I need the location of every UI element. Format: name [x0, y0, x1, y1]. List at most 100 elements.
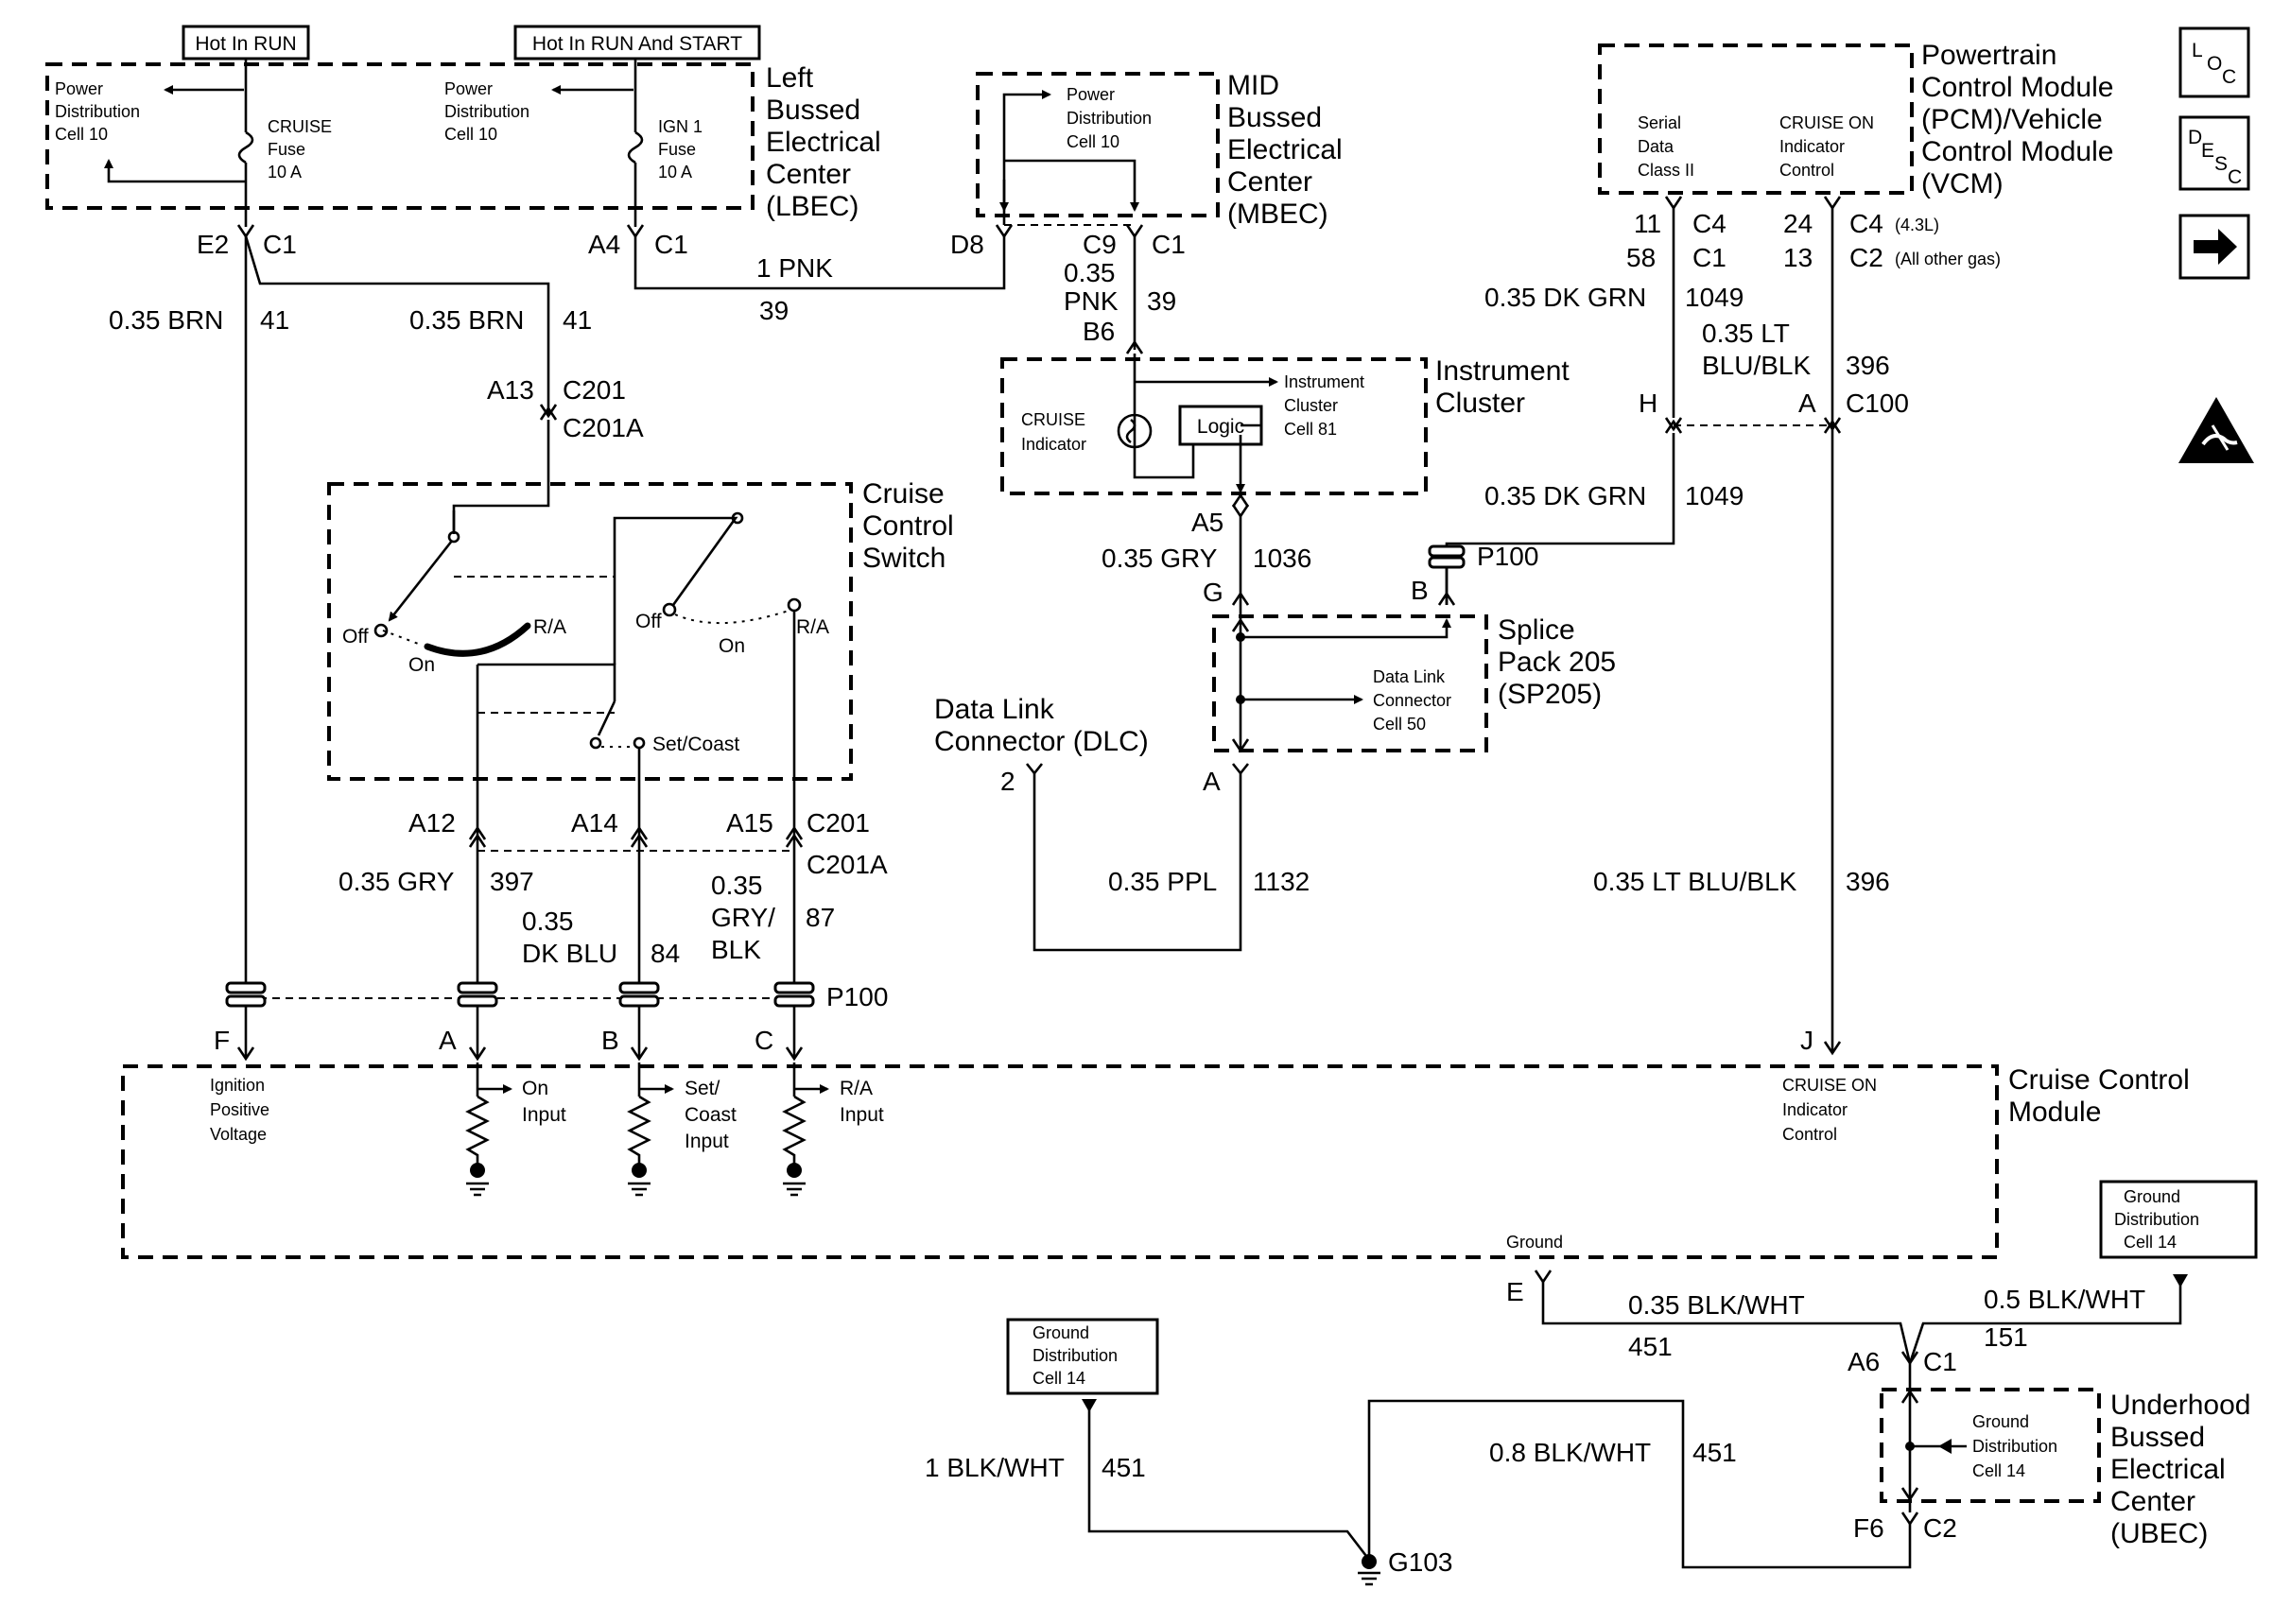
lbec-pd-mid-line2: Distribution: [444, 102, 529, 121]
gd-left-line2: Distribution: [1032, 1346, 1118, 1365]
splice-pack: Data Link Connector Cell 50 Splice Pack …: [1212, 605, 1616, 753]
wire-w12-size3: BLK: [711, 935, 761, 964]
cruise-indicator-label1: CRUISE: [1021, 410, 1085, 429]
splice-title1: Splice: [1498, 614, 1575, 646]
wire-w8-size: 0.35 DK GRN: [1484, 481, 1646, 510]
ubec-title5: (UBEC): [2110, 1518, 2208, 1549]
wire-w4-size2: PNK: [1064, 286, 1119, 316]
wire-w11-ckt: 84: [651, 939, 680, 968]
mbec-title5: (MBEC): [1227, 199, 1328, 230]
pin-24: 24: [1783, 209, 1813, 238]
lbec-title2: Bussed: [766, 95, 860, 126]
dlc-section: Data Link Connector (DLC) 2 A 0.35 PPL 1…: [934, 694, 1310, 952]
pin-g: G: [1203, 578, 1223, 607]
ccm-cruise-on2: Indicator: [1782, 1100, 1848, 1119]
pin-58: 58: [1626, 243, 1656, 272]
ccm-ign-line3: Voltage: [210, 1125, 267, 1144]
pin-b: B: [1411, 576, 1429, 605]
wire-w16-ckt: 451: [1102, 1453, 1146, 1482]
pin-c201a-a13: C201A: [563, 413, 644, 442]
wire-w7-ckt: 396: [1846, 351, 1890, 380]
desc-icon[interactable]: [2178, 115, 2250, 191]
wire-w9-ckt: 1132: [1253, 867, 1310, 896]
pin-c201: C201: [807, 808, 870, 838]
ccm-ign-line1: Ignition: [210, 1076, 265, 1095]
pin-c4-note: (4.3L): [1895, 216, 1939, 234]
wire-w1-size: 0.35 BRN: [109, 305, 223, 335]
g103-label: G103: [1388, 1547, 1453, 1577]
wire-w15-ckt: 151: [1984, 1322, 2028, 1352]
lbec-section: Hot In RUN Hot In RUN And START Power Di…: [45, 25, 881, 227]
pin-d8: D8: [950, 230, 984, 259]
splice-title3: (SP205): [1498, 679, 1602, 710]
switch-off2: Off: [635, 611, 662, 632]
pin-2: 2: [1000, 767, 1015, 796]
wire-w11-size2: DK BLU: [522, 939, 617, 968]
pin-a12: A12: [408, 808, 456, 838]
pcm-box: [1598, 43, 1914, 195]
wire-w3-size: 1 PNK: [756, 253, 833, 283]
ccm-ra-input2: Input: [840, 1104, 884, 1126]
gd-right-line1: Ground: [2124, 1187, 2180, 1206]
pcm-title1: Powertrain: [1921, 40, 2056, 71]
mbec-title4: Center: [1227, 166, 1312, 198]
g103-ground: Ground Distribution Cell 14 1 BLK/WHT 45…: [925, 1318, 1453, 1586]
pin-b2: B: [601, 1026, 619, 1055]
splice-title2: Pack 205: [1498, 647, 1616, 678]
switch-set-coast: Set/Coast: [652, 734, 739, 755]
pin-c100: C100: [1846, 389, 1909, 418]
ccm-set-input1: Set/: [685, 1078, 720, 1099]
wire-w10-ckt: 397: [490, 867, 534, 896]
wire-w16-size: 1 BLK/WHT: [925, 1453, 1065, 1482]
loc-icon-c: C: [2222, 66, 2236, 88]
hot-in-run-start-label: Hot In RUN And START: [532, 33, 742, 55]
pcm-section: Serial Data Class II CRUISE ON Indicator…: [1484, 40, 2113, 1051]
pin-c4: C4: [1692, 209, 1726, 238]
lbec-pd-left-line2: Distribution: [55, 102, 140, 121]
wire-w13-ckt: 396: [1846, 867, 1890, 896]
ubec-section: Ground Distribution Cell 14 Underhood Bu…: [1367, 1363, 2250, 1569]
ccm-ground-wire: E 0.35 BLK/WHT 451 0.5 BLK/WHT 151 Groun…: [1506, 1180, 2258, 1376]
wire-w1-ckt: 41: [260, 305, 289, 335]
gry-1036-wire: A5 0.35 GRY 1036 G: [1102, 492, 1311, 607]
wire-w15-size: 0.5 BLK/WHT: [1984, 1285, 2145, 1314]
ubec-title2: Bussed: [2110, 1422, 2205, 1453]
wire-w12-ckt: 87: [806, 903, 835, 932]
pin-e: E: [1506, 1277, 1524, 1306]
wire-w17-ckt: 451: [1692, 1438, 1737, 1467]
pcm-cruise-on-line3: Control: [1779, 161, 1834, 180]
wire-w4-size1: 0.35: [1064, 258, 1116, 287]
wire-w13-size: 0.35 LT BLU/BLK: [1593, 867, 1797, 896]
pin-c1-58: C1: [1692, 243, 1726, 272]
pcm-serial-line3: Class II: [1638, 161, 1694, 180]
ccm-box: [121, 1064, 1999, 1259]
loc-icon[interactable]: [2178, 26, 2250, 98]
lbec-title5: (LBEC): [766, 191, 859, 222]
lbec-box: [45, 62, 755, 210]
p100-b-connector: [1428, 544, 1466, 558]
ccm-on-input1: On: [522, 1078, 548, 1099]
wire-w11-size1: 0.35: [522, 907, 574, 936]
pin-a-c100: A: [1798, 389, 1816, 418]
pcm-title4: Control Module: [1921, 136, 2113, 167]
pin-c1-c9: C1: [1152, 230, 1186, 259]
ccm-cruise-on1: CRUISE ON: [1782, 1076, 1877, 1095]
lbec-connectors: E2 C1 A4 C1: [197, 224, 688, 259]
pin-13: 13: [1783, 243, 1813, 272]
cruise-indicator-label2: Indicator: [1021, 435, 1086, 454]
ubec-gd-line2: Distribution: [1972, 1437, 2057, 1456]
ccm-cruise-on3: Control: [1782, 1125, 1837, 1144]
c201-connectors: A12 A14 A15 C201 C201A 0.35 GRY 397 0.35…: [338, 808, 888, 968]
pcm-title5: (VCM): [1921, 168, 2004, 199]
desc-icon-c: C: [2228, 166, 2242, 188]
wire-w2-size: 0.35 BRN: [409, 305, 524, 335]
cluster-title1: Instrument: [1435, 355, 1570, 387]
cruise-indicator-lamp-icon: [1117, 413, 1153, 449]
wire-w3-ckt: 39: [759, 296, 789, 325]
pin-c201a: C201A: [807, 850, 888, 879]
wire-w14-ckt: 451: [1628, 1332, 1673, 1361]
pcm-title2: Control Module: [1921, 72, 2113, 103]
desc-icon-d: D: [2188, 127, 2202, 148]
loc-icon-o: O: [2207, 53, 2222, 75]
wire-w12-size2: GRY/: [711, 903, 775, 932]
